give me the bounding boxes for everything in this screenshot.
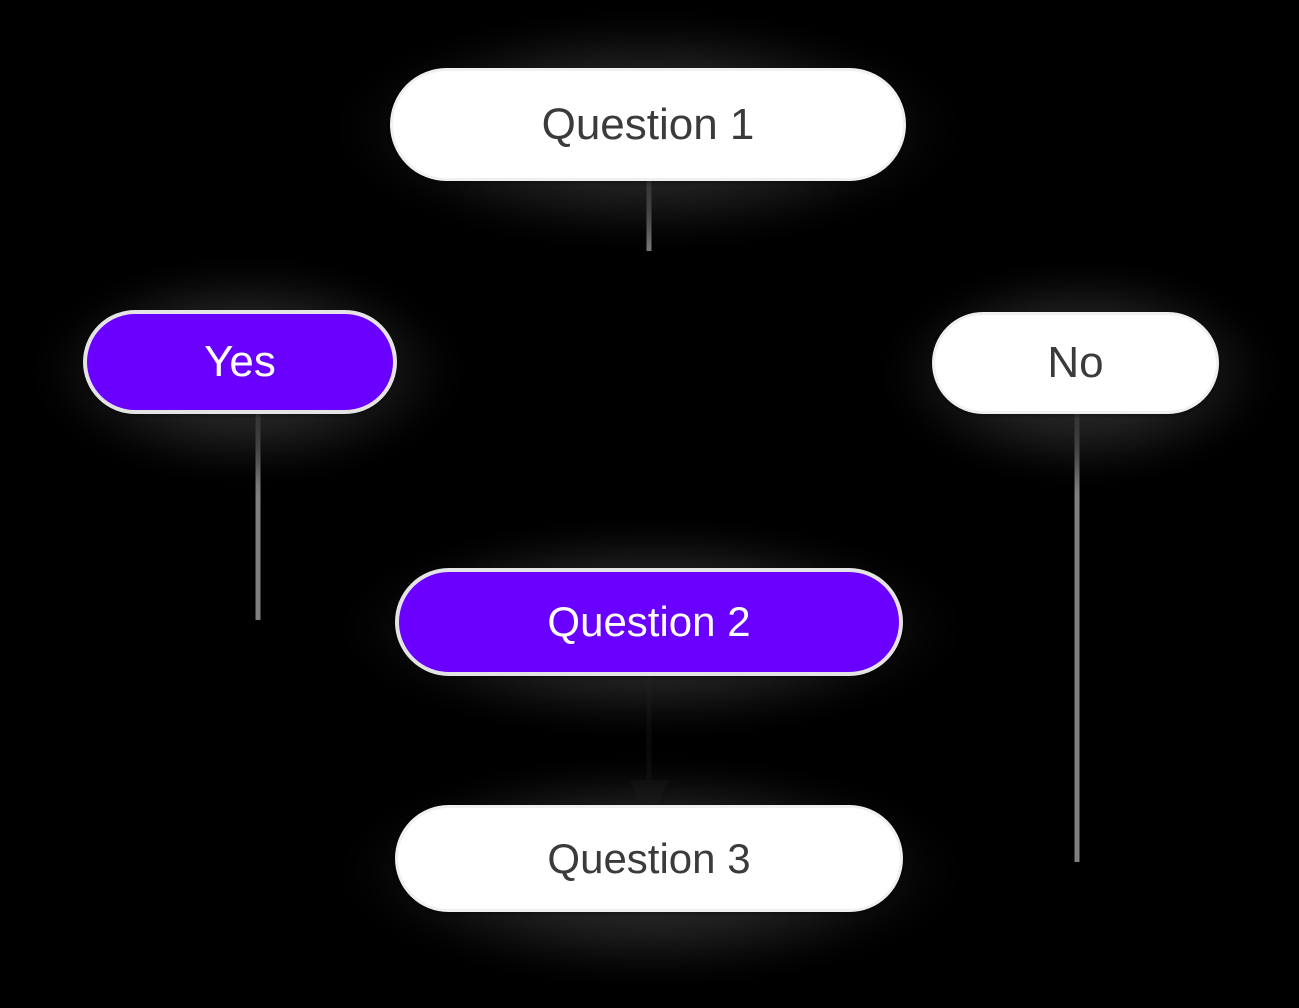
flow-node-no[interactable]: No	[932, 312, 1219, 414]
flow-node-question3-label: Question 3	[547, 834, 751, 882]
flow-node-question2[interactable]: Question 2	[395, 568, 903, 676]
flow-node-question2-label: Question 2	[547, 598, 751, 645]
flow-node-question1-label: Question 1	[541, 99, 755, 149]
flow-node-no-label: No	[1047, 338, 1104, 387]
flow-node-yes[interactable]: Yes	[83, 310, 397, 414]
flow-node-yes-label: Yes	[204, 337, 276, 386]
flow-node-question3[interactable]: Question 3	[395, 805, 903, 912]
flow-node-question1[interactable]: Question 1	[390, 68, 906, 181]
